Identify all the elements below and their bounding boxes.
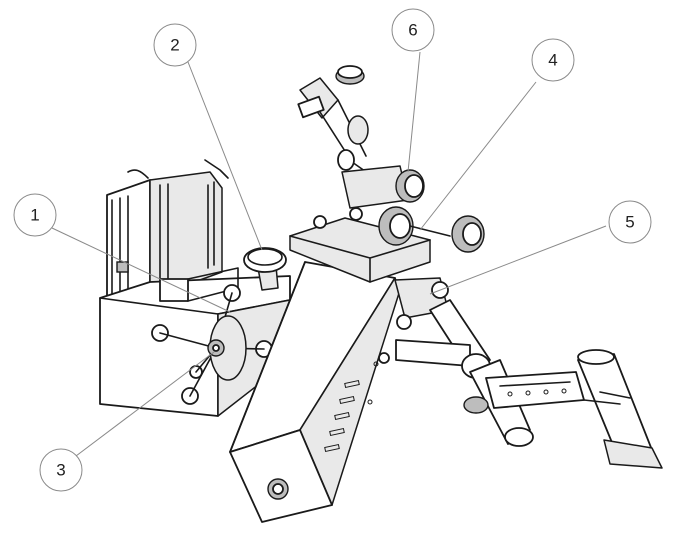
callout-2: 2 — [153, 23, 197, 67]
callout-4-label: 4 — [548, 51, 557, 70]
callout-3-label: 3 — [56, 461, 65, 480]
twin-knobs — [378, 206, 485, 253]
leader-4 — [419, 81, 537, 231]
leader-5 — [429, 225, 607, 295]
callout-5-label: 5 — [625, 213, 634, 232]
leader-1 — [51, 227, 231, 313]
knob — [243, 247, 287, 291]
main-box — [229, 261, 401, 523]
callout-5: 5 — [608, 200, 652, 244]
callout-1-label: 1 — [30, 206, 39, 225]
callout-6-label: 6 — [408, 21, 417, 40]
leader-6 — [407, 51, 421, 173]
lower-arm — [395, 299, 663, 469]
vertical-rail — [106, 159, 229, 299]
callout-2-label: 2 — [170, 36, 179, 55]
handwheel — [151, 284, 273, 405]
leader-3 — [75, 351, 215, 457]
leader-2 — [187, 61, 263, 251]
leader-lines — [51, 51, 607, 457]
callout-4: 4 — [531, 38, 575, 82]
callout-3: 3 — [39, 448, 83, 492]
callout-1: 1 — [13, 193, 57, 237]
upper-arm — [297, 65, 425, 209]
callout-6: 6 — [391, 8, 435, 52]
